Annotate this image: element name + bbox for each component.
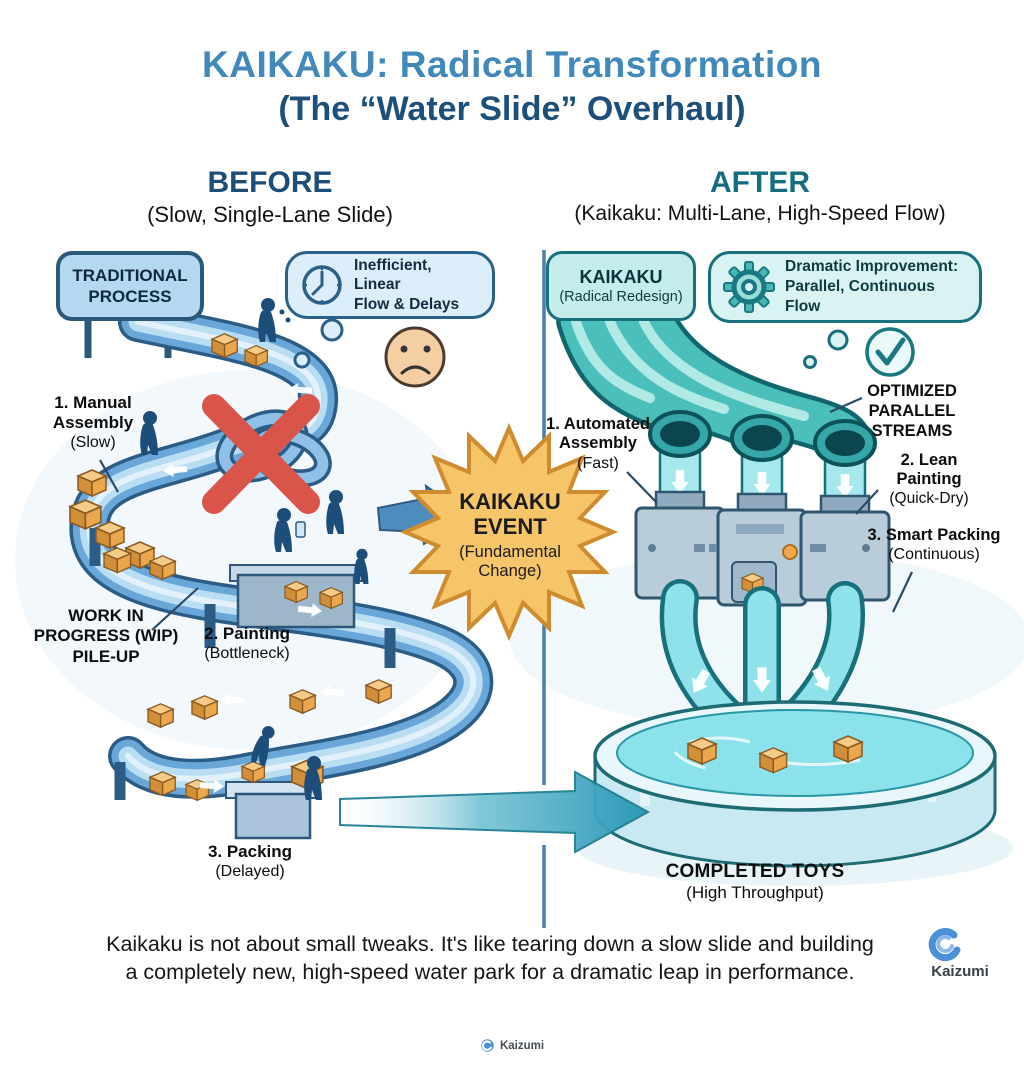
kaizumi-footer-logo-icon xyxy=(480,1038,495,1053)
check-icon xyxy=(865,327,915,377)
completed-toys-label: COMPLETED TOYS (High Throughput) xyxy=(615,861,895,904)
step-title: 1. Manual Assembly xyxy=(52,393,134,433)
step-title: 2. Lean Painting xyxy=(896,451,962,489)
sign-line: TRADITIONAL xyxy=(72,265,188,285)
after-subheading: (Kaikaku: Multi-Lane, High-Speed Flow) xyxy=(574,202,946,225)
before-heading: BEFORE xyxy=(207,166,333,199)
step-note: (Continuous) xyxy=(888,546,980,564)
step-note: (Fast) xyxy=(577,454,619,472)
step-title: 2. Painting xyxy=(204,624,290,643)
bubble-line: Parallel, Continuous Flow xyxy=(785,277,935,316)
gear-icon xyxy=(723,261,775,313)
kaikaku-event-label: KAIKAKU EVENT (Fundamental Change) xyxy=(434,489,586,581)
brand-block: Kaizumi xyxy=(928,926,992,980)
step-title: 1. Automated Assembly xyxy=(546,415,650,453)
before-subheading: (Slow, Single-Lane Slide) xyxy=(147,202,393,227)
wip-pileup-label: WORK IN PROGRESS (WIP) PILE-UP xyxy=(33,606,179,666)
step-note: (Delayed) xyxy=(215,863,285,881)
before-step3-label: 3. Packing (Delayed) xyxy=(180,842,320,881)
after-step1-label: 1. Automated Assembly (Fast) xyxy=(538,415,658,473)
caption-line: a completely new, high-speed water park … xyxy=(125,959,855,984)
x-icon xyxy=(202,394,320,514)
completed-toys-pool xyxy=(593,700,997,868)
footer-brand-name: Kaizumi xyxy=(499,1039,545,1052)
sad-face-icon xyxy=(384,326,446,388)
event-title: KAIKAKU EVENT xyxy=(459,489,561,540)
sign-sub: (Radical Redesign) xyxy=(559,289,683,305)
after-heading: AFTER xyxy=(710,166,810,199)
kaizumi-logo-icon xyxy=(928,926,992,962)
bubble-line: Dramatic Improvement: xyxy=(785,257,959,275)
after-step2-label: 2. Lean Painting (Quick-Dry) xyxy=(875,451,983,509)
before-thought-bubble: Inefficient, Linear Flow & Delays xyxy=(285,251,495,319)
step-note: (Bottleneck) xyxy=(204,645,290,663)
sign-title: KAIKAKU xyxy=(579,267,663,287)
packing-station xyxy=(225,781,321,840)
process-machines xyxy=(634,490,891,607)
caption-line: Kaikaku is not about small tweaks. It's … xyxy=(106,932,874,956)
optimized-streams-label: OPTIMIZED PARALLEL STREAMS xyxy=(867,382,957,440)
thought-bubble-tails xyxy=(293,318,849,369)
before-step1-label: 1. Manual Assembly (Slow) xyxy=(18,393,168,452)
brand-name: Kaizumi xyxy=(931,963,989,980)
bubble-line: Inefficient, Linear xyxy=(354,256,432,294)
step-title: 3. Packing xyxy=(207,842,293,861)
page-title: KAIKAKU: Radical Transformation xyxy=(202,44,822,85)
after-thought-bubble: Dramatic Improvement: Parallel, Continuo… xyxy=(708,251,982,323)
after-step3-label: 3. Smart Packing (Continuous) xyxy=(858,526,1010,565)
before-step2-label: 2. Painting (Bottleneck) xyxy=(172,624,322,663)
step-title: 3. Smart Packing xyxy=(867,526,1001,544)
pointer-lines xyxy=(99,396,913,631)
throughput-arrow xyxy=(339,770,651,854)
before-slide xyxy=(69,302,494,799)
event-note: (Fundamental Change) xyxy=(459,542,561,580)
step-note: (Quick-Dry) xyxy=(889,489,969,507)
footer-brand-block: Kaizumi xyxy=(0,1038,1024,1053)
output-note: (High Throughput) xyxy=(686,883,824,903)
bubble-line: Flow & Delays xyxy=(354,295,460,313)
footer-caption: Kaikaku is not about small tweaks. It's … xyxy=(50,931,930,987)
traditional-process-sign: TRADITIONAL PROCESS xyxy=(56,251,204,321)
clock-icon xyxy=(300,263,344,307)
step-note: (Slow) xyxy=(70,434,116,452)
sign-line: PROCESS xyxy=(88,287,172,306)
before-bubble-text: Inefficient, Linear Flow & Delays xyxy=(354,256,480,314)
slide-posts xyxy=(89,528,396,800)
kaikaku-event-star xyxy=(399,422,619,642)
kaikaku-sign: KAIKAKU (Radical Redesign) xyxy=(546,251,696,321)
after-bubble-text: Dramatic Improvement: Parallel, Continuo… xyxy=(785,257,967,317)
output-title: COMPLETED TOYS xyxy=(665,861,845,882)
after-tubes xyxy=(556,294,877,512)
page-subtitle: (The “Water Slide” Overhaul) xyxy=(278,90,746,128)
